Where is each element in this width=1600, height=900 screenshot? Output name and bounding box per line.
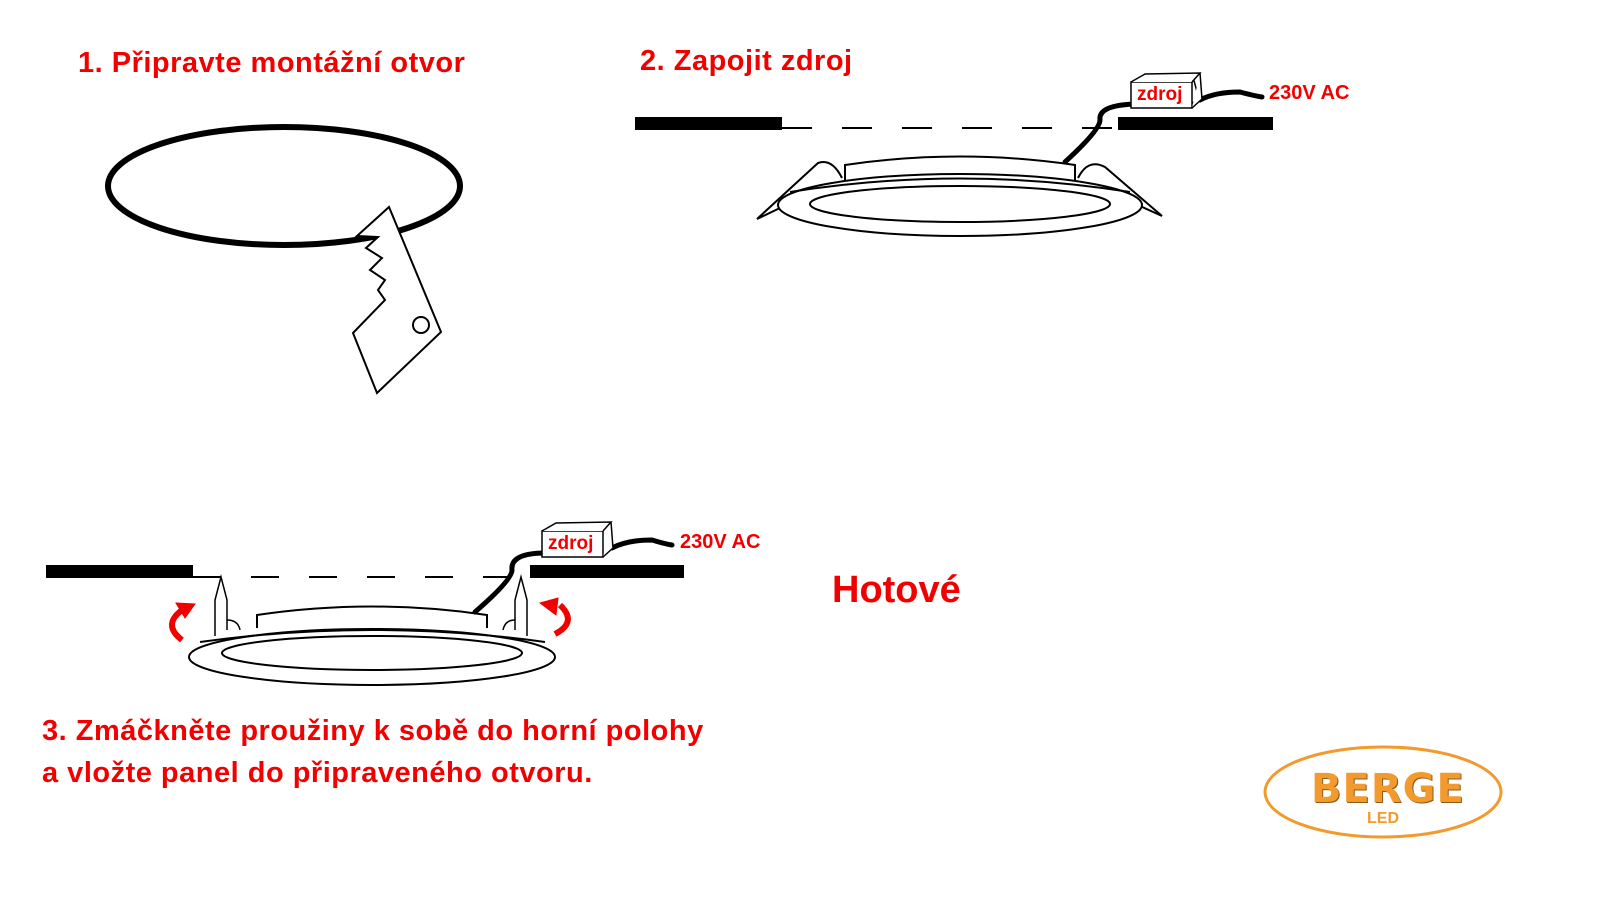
step2-title: 2. Zapojit zdroj [640,45,853,77]
ceiling-illustration-step2 [635,117,1273,130]
power-supply-box-step3 [541,521,614,558]
step1-title: 1. Připravte montážní otvor [78,47,466,79]
step3-title-line1: 3. Zmáčkněte proužiny k sobě do horní po… [42,715,704,747]
done-label: Hotové [832,569,961,611]
led-panel-step3 [188,574,556,686]
power-cable-step3 [472,537,675,615]
berge-led-logo [1263,745,1503,839]
logo-brand-text: BERGE [1311,766,1465,812]
mounting-hole-illustration [105,124,463,248]
logo-sub-text: LED [1367,810,1399,827]
power-cable-step2 [1062,89,1265,165]
voltage-label-step2: 230V AC [1269,82,1350,104]
cutter-knife-icon [351,205,443,395]
voltage-label-step3: 230V AC [680,531,761,553]
ceiling-illustration-step3 [46,565,684,578]
power-supply-label-step3: zdroj [548,533,594,554]
step3-title-line2: a vložte panel do připraveného otvoru. [42,757,593,789]
led-panel-step2 [756,155,1163,237]
power-supply-box-step2 [1130,72,1203,109]
spring-arrow-left-icon [169,602,196,643]
power-supply-label-step2: zdroj [1137,84,1183,105]
spring-arrow-right-icon [538,597,571,637]
